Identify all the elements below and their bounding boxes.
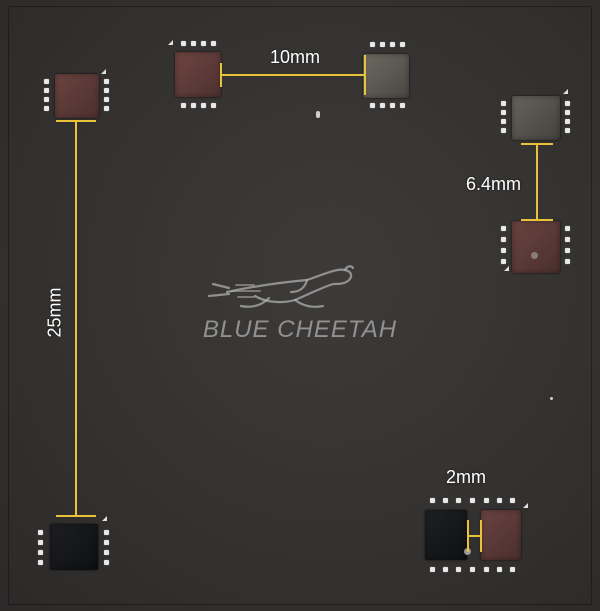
label-6-4mm: 6.4mm [466, 174, 522, 194]
label-10mm: 10mm [270, 47, 321, 67]
watermark-logo: BLUE CHEETAH [195, 262, 405, 352]
label-2mm: 2mm [446, 467, 486, 487]
via [550, 397, 553, 400]
cheetah-icon [207, 265, 355, 308]
via [316, 111, 320, 118]
label-25mm: 25mm [44, 287, 65, 338]
logo-text: BLUE CHEETAH [202, 316, 398, 343]
chip-marker-dot [531, 252, 538, 259]
